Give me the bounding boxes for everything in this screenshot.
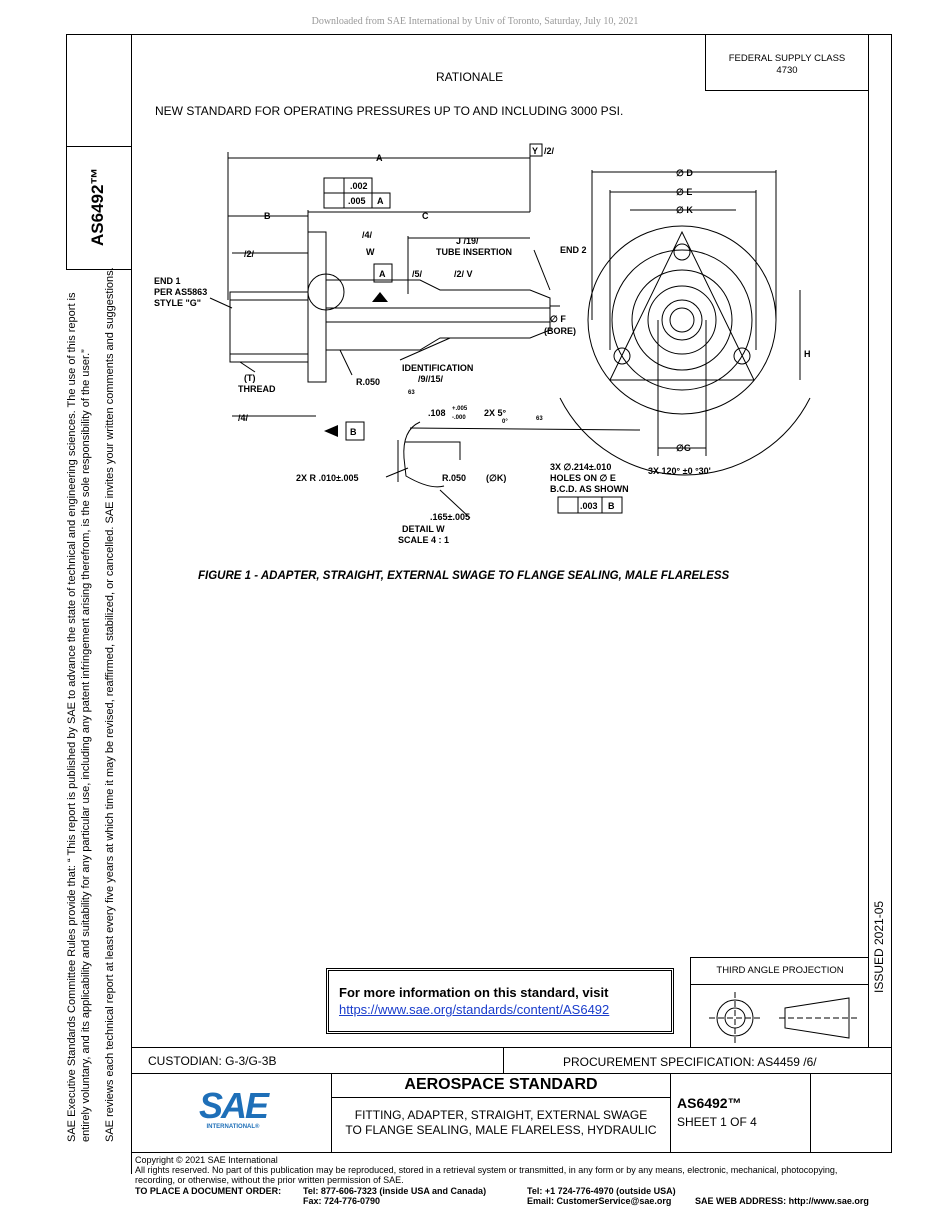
flatness-value: .002	[350, 181, 368, 191]
detail-w: DETAIL W	[402, 524, 445, 534]
download-notice: Downloaded from SAE International by Uni…	[311, 16, 639, 27]
angle-2x5: 2X 5°	[484, 408, 507, 418]
holes-spec: 3X ∅.214±.010	[550, 462, 611, 472]
sae-logo: SAE INTERNATIONAL®	[198, 1085, 269, 1131]
angle-0: 0°	[502, 419, 508, 425]
more-info-title: For more information on this standard, v…	[339, 985, 609, 1000]
third-angle-title: THIRD ANGLE PROJECTION	[691, 958, 869, 985]
note-4: /4/	[362, 230, 373, 240]
custodian: CUSTODIAN: G-3/G-3B	[148, 1054, 277, 1068]
fax: Fax: 724-776-0790	[303, 1196, 381, 1206]
angles-120: 3X 120° ±0 °30'	[648, 466, 711, 476]
title-desc-line1: FITTING, ADAPTER, STRAIGHT, EXTERNAL SWA…	[354, 1108, 648, 1122]
side-doc-number: AS6492™	[88, 167, 107, 246]
dim-B: B	[264, 211, 271, 221]
rationale-title: RATIONALE	[436, 70, 504, 84]
figure-caption: FIGURE 1 - ADAPTER, STRAIGHT, EXTERNAL S…	[198, 570, 730, 582]
thread-T: (T)	[244, 373, 256, 383]
tel-inside: Tel: 877-606-7323 (inside USA and Canada…	[303, 1186, 487, 1196]
perp2-datum: B	[608, 501, 615, 511]
dim-E: ∅ E	[676, 187, 692, 197]
projection-symbol-icon	[709, 992, 857, 1044]
federal-supply-value: 4730	[776, 65, 798, 76]
datum-B-label: B	[350, 427, 357, 437]
note-5: /5/	[412, 269, 423, 279]
dim-A: A	[376, 153, 383, 163]
issued-date: ISSUED 2021-05	[872, 900, 886, 993]
perp-value: .005	[348, 196, 366, 206]
datum-A-label: A	[379, 269, 386, 279]
bore-label: (BORE)	[544, 326, 576, 336]
dim-D: ∅ D	[676, 168, 693, 178]
title-desc-line2: TO FLANGE SEALING, MALE FLARELESS, HYDRA…	[345, 1123, 657, 1137]
dim-165: .165±.005	[430, 512, 470, 522]
tol-108-plus: +.005	[452, 406, 468, 412]
end1-spec: PER AS5863	[154, 287, 207, 297]
order-label: TO PLACE A DOCUMENT ORDER:	[135, 1186, 282, 1196]
surface-63b: 63	[536, 416, 543, 422]
procurement-spec: PROCUREMENT SPECIFICATION: AS4459 /6/	[563, 1055, 817, 1069]
dim-C: C	[422, 211, 429, 221]
technical-drawing: A B C Y /2/ .002 .005 A /4/ /2/ W J /19/…	[154, 143, 811, 545]
side-notice-line3: SAE reviews each technical report at lea…	[104, 267, 116, 1142]
identification-notes: /9//15/	[418, 374, 444, 384]
end1-label: END 1	[154, 276, 181, 286]
surface-63a: 63	[408, 390, 415, 396]
end2-label: END 2	[560, 245, 587, 255]
rights-line2: recording, or otherwise, without the pri…	[135, 1175, 404, 1185]
radius-050b: R.050	[442, 473, 466, 483]
web-address: SAE WEB ADDRESS: http://www.sae.org	[695, 1196, 869, 1206]
sae-logo-sub: INTERNATIONAL®	[206, 1124, 260, 1130]
rationale-text: NEW STANDARD FOR OPERATING PRESSURES UP …	[155, 104, 624, 118]
aerospace-standard-heading: AEROSPACE STANDARD	[404, 1076, 598, 1093]
dim-J: J /19/	[456, 236, 479, 246]
radius-050: R.050	[356, 377, 380, 387]
label-W: W	[366, 247, 375, 257]
perp2-value: .003	[580, 501, 598, 511]
sae-logo-text: SAE	[198, 1085, 269, 1126]
bore-F: ∅ F	[550, 314, 566, 324]
side-notice-line2: entirely voluntary, and its applicabilit…	[80, 349, 92, 1142]
side-notice-line1: SAE Executive Standards Committee Rules …	[66, 292, 78, 1143]
detail-scale: SCALE 4 : 1	[398, 535, 449, 545]
identification-label: IDENTIFICATION	[402, 363, 473, 373]
note-4b: /4/	[238, 413, 249, 423]
dim-H: H	[804, 349, 811, 359]
tol-108-minus: -.000	[452, 415, 466, 421]
third-angle-projection: THIRD ANGLE PROJECTION	[690, 957, 869, 1048]
federal-supply-class: FEDERAL SUPPLY CLASS 4730	[705, 35, 868, 91]
note-2v: /2/ V	[454, 269, 473, 279]
tel-outside: Tel: +1 724-776-4970 (outside USA)	[527, 1186, 676, 1196]
holes-on-E: HOLES ON ∅ E	[550, 473, 616, 483]
dim-108: .108	[428, 408, 446, 418]
datum-Y: Y	[532, 146, 538, 156]
tube-insertion: TUBE INSERTION	[436, 247, 512, 257]
end1-style: STYLE "G"	[154, 298, 201, 308]
copyright: Copyright © 2021 SAE International	[135, 1155, 278, 1165]
standard-link[interactable]: https://www.sae.org/standards/content/AS…	[339, 1002, 610, 1017]
note-2: /2/	[244, 249, 255, 259]
federal-supply-label: FEDERAL SUPPLY CLASS	[728, 53, 846, 64]
dim-K: ∅ K	[676, 205, 693, 215]
rights-line1: All rights reserved. No part of this pub…	[135, 1165, 838, 1175]
sheet-number: SHEET 1 OF 4	[677, 1115, 757, 1129]
dim-G: ∅G	[676, 443, 691, 453]
holes-bcd: B.C.D. AS SHOWN	[550, 484, 629, 494]
title-doc-number: AS6492™	[677, 1095, 742, 1111]
phi-K-ref: (∅K)	[486, 473, 506, 483]
radius-010: 2X R .010±.005	[296, 473, 358, 483]
datum-Y-note: /2/	[544, 146, 555, 156]
email: Email: CustomerService@sae.org	[527, 1196, 672, 1206]
title-description: FITTING, ADAPTER, STRAIGHT, EXTERNAL SWA…	[332, 1108, 670, 1138]
more-info-box: For more information on this standard, v…	[326, 968, 674, 1034]
thread-label: THREAD	[238, 384, 276, 394]
perp-datum: A	[377, 196, 384, 206]
